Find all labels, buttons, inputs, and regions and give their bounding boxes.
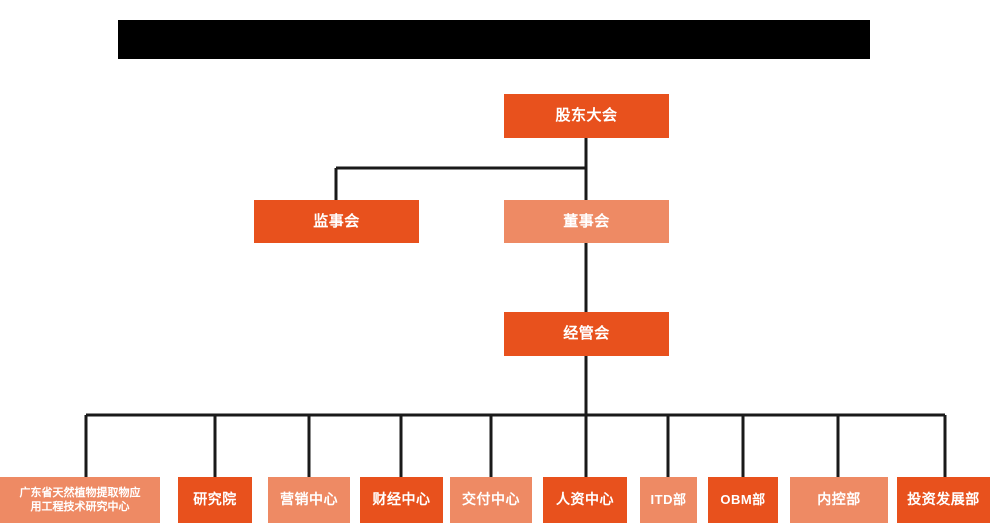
node-investment-development-dept[interactable]: 投资发展部 (897, 477, 990, 523)
node-label-line-1: 广东省天然植物提取物应 (19, 486, 141, 499)
node-management-committee[interactable]: 经管会 (504, 312, 669, 356)
node-shareholders-meeting[interactable]: 股东大会 (504, 94, 669, 138)
node-guangdong-research-center[interactable]: 广东省天然植物提取物应 用工程技术研究中心 (0, 477, 160, 523)
node-itd-dept[interactable]: ITD部 (640, 477, 697, 523)
node-obm-dept[interactable]: OBM部 (708, 477, 778, 523)
redacted-title-bar (118, 20, 870, 59)
node-board-of-directors[interactable]: 董事会 (504, 200, 669, 243)
node-supervisory-board[interactable]: 监事会 (254, 200, 419, 243)
node-finance-center[interactable]: 财经中心 (360, 477, 443, 523)
node-hr-center[interactable]: 人资中心 (543, 477, 627, 523)
node-marketing-center[interactable]: 营销中心 (268, 477, 350, 523)
node-internal-control-dept[interactable]: 内控部 (790, 477, 888, 523)
node-label-line-2: 用工程技术研究中心 (30, 501, 130, 513)
node-research-institute[interactable]: 研究院 (178, 477, 252, 523)
node-delivery-center[interactable]: 交付中心 (450, 477, 532, 523)
